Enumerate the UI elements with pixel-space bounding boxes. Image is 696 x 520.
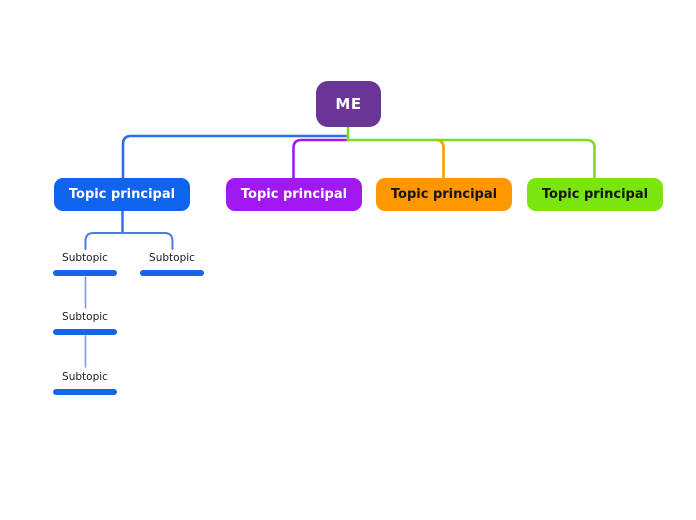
subtopic-node-1-bar — [53, 270, 117, 276]
topic-node-1[interactable]: Topic principal — [54, 178, 190, 211]
subtopic-node-3-bar — [53, 329, 117, 335]
subtopic-node-4-label: Subtopic — [62, 371, 108, 383]
subtree-fork-line — [84, 232, 174, 250]
subtopic-node-2-bar — [140, 270, 204, 276]
subtopic-node-4-bar — [53, 389, 117, 395]
subtopic-node-2[interactable]: Subtopic — [127, 251, 217, 276]
topic-node-4-label: Topic principal — [541, 187, 649, 202]
branch-line-topic-4 — [346, 125, 596, 180]
topic-node-4[interactable]: Topic principal — [527, 178, 663, 211]
topic-node-1-label: Topic principal — [68, 187, 176, 202]
topic-node-3-label: Topic principal — [390, 187, 498, 202]
topic-node-3[interactable]: Topic principal — [376, 178, 512, 211]
subtopic-node-1-label: Subtopic — [62, 252, 108, 264]
branch-line-topic-2 — [292, 138, 350, 180]
subtopic-node-4[interactable]: Subtopic — [40, 370, 130, 395]
topic-node-2-label: Topic principal — [240, 187, 348, 202]
subtopic-node-2-label: Subtopic — [149, 252, 195, 264]
subtopic-node-1[interactable]: Subtopic — [40, 251, 130, 276]
branch-line-topic-3 — [434, 138, 445, 180]
root-node[interactable]: ME — [316, 81, 381, 127]
subtopic-node-3[interactable]: Subtopic — [40, 310, 130, 335]
branch-line-topic-1 — [121, 134, 350, 180]
root-node-label: ME — [335, 95, 362, 113]
topic-node-2[interactable]: Topic principal — [226, 178, 362, 211]
subtopic-node-3-label: Subtopic — [62, 311, 108, 323]
